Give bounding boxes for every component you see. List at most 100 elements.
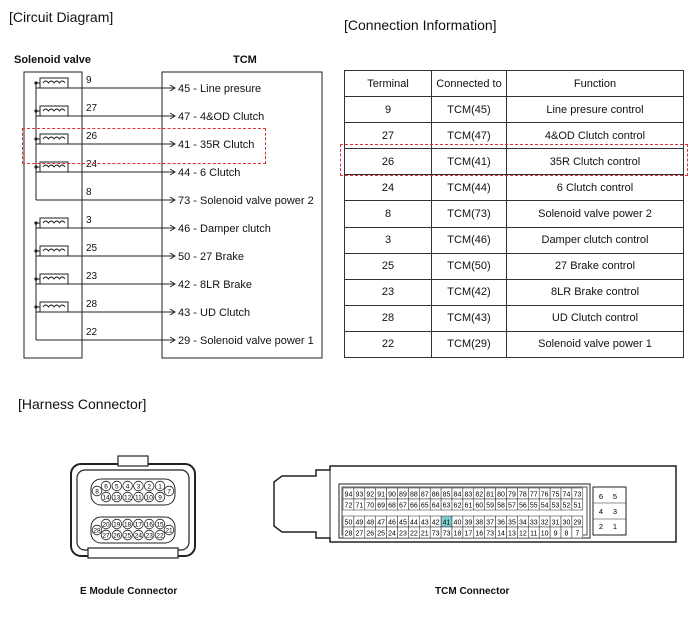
tcm-pin-cell: [451, 515, 464, 528]
tcm-pin-cell: [364, 526, 376, 539]
tcm-pin-cell: [528, 526, 540, 539]
tcm-pin-label: 86: [432, 492, 440, 499]
tcm-pin-label: 87: [421, 492, 429, 499]
e-module-pin: [122, 491, 133, 503]
tcm-pin-label: 76: [541, 492, 549, 499]
e-module-pin-label: 17: [135, 522, 143, 529]
tcm-pin-label: 46: [388, 520, 396, 527]
tcm-pin-label: 55: [530, 503, 538, 510]
tcm-pin-cell: [549, 526, 562, 539]
e-module-pin-label: 15: [156, 522, 164, 529]
terminal-cell: 26: [344, 148, 432, 176]
tcm-pin-cell: [462, 526, 475, 539]
tcm-pin-cell: [462, 487, 475, 500]
tcm-pin-label: 52: [563, 503, 571, 510]
tcm-pin-cell: [517, 487, 529, 500]
function-cell: 27 Brake control: [506, 252, 684, 280]
e-module-pin: [111, 480, 123, 492]
tcm-pin-label: 39: [464, 520, 472, 527]
connected-to-cell: TCM(46): [431, 226, 507, 254]
tcm-pin-cell: [419, 498, 431, 511]
tcm-pin-cell: [528, 487, 540, 500]
tcm-pin-label: 37: [486, 520, 494, 527]
e-module-pin: [111, 529, 123, 541]
e-module-pin: [143, 480, 155, 492]
tcm-pin-cell: [506, 515, 518, 528]
e-module-pin: [133, 529, 144, 541]
tcm-pin-label: 80: [497, 492, 505, 499]
tcm-pin-cell: [495, 526, 507, 539]
tcm-pin-label: 73: [432, 531, 440, 538]
tcm-side-pin-label: 2: [599, 522, 603, 531]
tcm-pin-cell: [549, 515, 562, 528]
tcm-pin-label: 74: [563, 492, 571, 499]
tcm-pin-cell: [528, 515, 540, 528]
tcm-pin-label: 40: [454, 520, 462, 527]
e-module-pin: [100, 491, 112, 503]
terminal-cell: 9: [344, 96, 432, 124]
tcm-pin-label: 68: [388, 503, 396, 510]
tcm-pin-cell: [495, 498, 507, 511]
tcm-pin-cell: [538, 526, 551, 539]
tcm-pin-cell: [429, 526, 442, 539]
e-module-pin: [122, 480, 133, 492]
e-module-pin: [100, 518, 112, 530]
tcm-pin-label: 54: [541, 503, 549, 510]
tcm-pin-cell: [440, 515, 453, 528]
solenoid-pin-label: 8: [86, 187, 92, 198]
tcm-pin-cell: [397, 498, 409, 511]
tcm-pin-cell: [353, 487, 366, 500]
e-module-pin: [154, 491, 166, 503]
tcm-pin-cell: [451, 498, 464, 511]
e-module-pin-label: 14: [102, 495, 110, 502]
connected-to-cell: TCM(41): [431, 148, 507, 176]
e-module-pin-label: 20: [102, 522, 110, 529]
tcm-pin-label: 32: [541, 520, 549, 527]
header-terminal: Terminal: [344, 69, 432, 98]
tcm-pin-label: 81: [486, 492, 494, 499]
tcm-pin-cell: [440, 487, 453, 500]
tcm-terminal-label: 47 - 4&OD Clutch: [178, 111, 264, 123]
tcm-pin-cell: [517, 515, 529, 528]
tcm-pin-label: 94: [345, 492, 353, 499]
tcm-pin-label: 77: [530, 492, 538, 499]
tcm-pin-cell: [397, 487, 409, 500]
tcm-pin-label: 59: [486, 503, 494, 510]
tcm-pin-cell: [419, 487, 431, 500]
e-module-pin-label: 6: [104, 484, 108, 491]
function-cell: Solenoid valve power 2: [506, 200, 684, 228]
tcm-pin-label: 65: [421, 503, 429, 510]
tcm-pin-cell: [375, 515, 387, 528]
tcm-pin-label: 93: [355, 492, 363, 499]
tcm-pin-label: 18: [454, 531, 462, 538]
tcm-pin-cell: [473, 526, 485, 539]
tcm-pin-label: 44: [410, 520, 418, 527]
tcm-pin-cell: [386, 487, 398, 500]
tcm-pin-label: 50: [345, 520, 353, 527]
tcm-pin-cell: [484, 498, 496, 511]
tcm-pin-cell: [571, 487, 584, 500]
tcm-pin-label: 13: [508, 531, 516, 538]
e-module-pin-label: 22: [156, 533, 164, 540]
tcm-side-pin-label: 6: [599, 492, 603, 501]
solenoid-pin-label: 22: [86, 327, 98, 338]
tcm-pin-label: 14: [497, 531, 505, 538]
e-module-pin: [163, 485, 175, 497]
e-module-pin: [143, 518, 155, 530]
tcm-pin-cell: [538, 515, 551, 528]
tcm-pin-label: 22: [410, 531, 418, 538]
tcm-pin-cell: [408, 526, 420, 539]
solenoid-pin-label: 25: [86, 243, 98, 254]
tcm-pin-cell: [429, 498, 442, 511]
e-module-pin: [154, 529, 166, 541]
tcm-pin-cell: [538, 498, 551, 511]
e-module-pin-label: 11: [135, 495, 142, 502]
e-module-pin-label: 1: [158, 484, 162, 491]
function-cell: 6 Clutch control: [506, 174, 684, 202]
tcm-pin-label: 66: [410, 503, 418, 510]
